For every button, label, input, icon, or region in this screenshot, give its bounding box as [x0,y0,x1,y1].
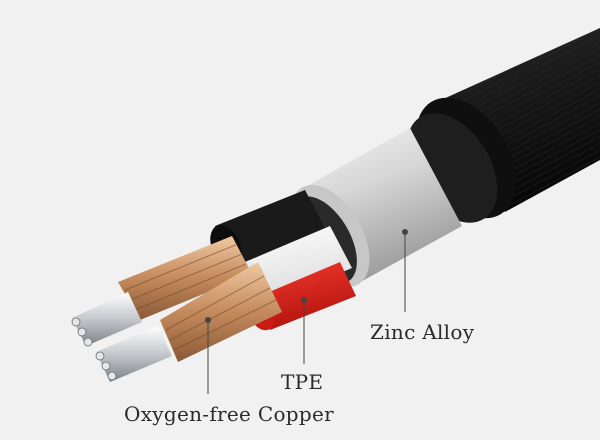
tpe-label: TPE [281,370,324,394]
callout-leaders [205,229,408,394]
silver-strand-ends [71,292,172,382]
copper-strands [118,236,282,362]
oxygen-free-copper-label: Oxygen-free Copper [124,402,334,426]
zinc-alloy-label: Zinc Alloy [370,320,475,344]
